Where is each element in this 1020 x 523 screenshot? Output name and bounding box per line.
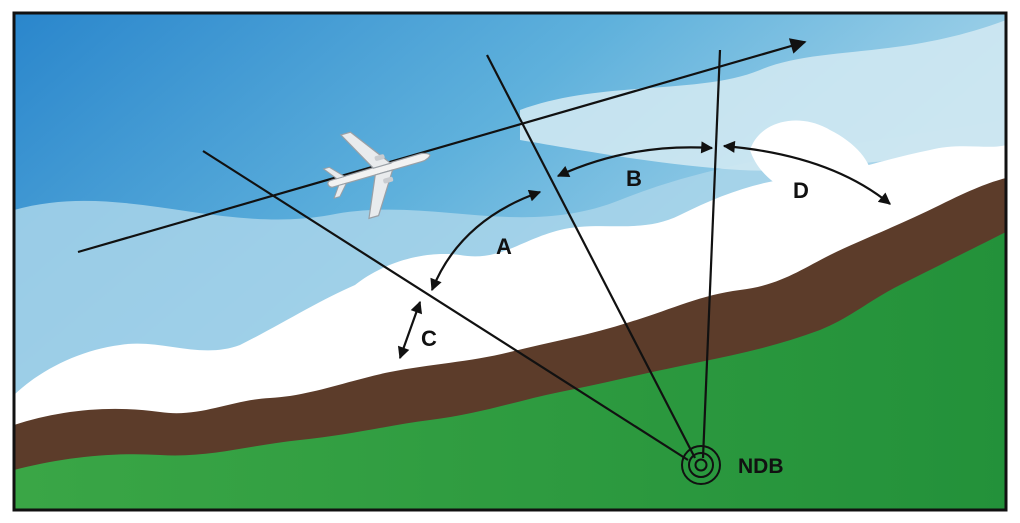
bearing-line-1 — [202, 150, 689, 461]
arc-b — [556, 141, 714, 178]
arrow-c — [397, 300, 423, 360]
bearing-line-2 — [486, 54, 696, 459]
diagram-frame — [12, 11, 1008, 512]
label-d: D — [793, 178, 809, 203]
aircraft-track-line — [77, 38, 807, 254]
arc-d — [722, 140, 891, 205]
label-b: B — [626, 166, 642, 191]
airplane-icon — [322, 131, 431, 220]
ndb-beacon-icon — [681, 445, 721, 485]
upper-cloud-band — [520, 20, 1006, 171]
terrain-grass — [14, 232, 1006, 510]
label-a: A — [496, 234, 512, 259]
label-c: C — [421, 326, 437, 351]
ndb-label: NDB — [738, 455, 784, 478]
arc-a — [430, 189, 542, 292]
bearing-line-3 — [701, 49, 722, 459]
